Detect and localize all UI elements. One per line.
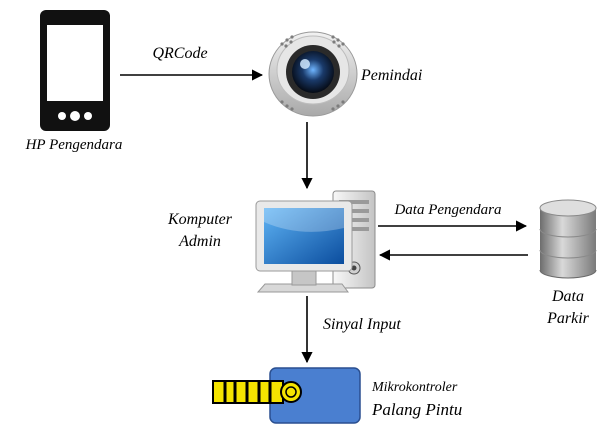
- computer-label-line1: Komputer: [167, 211, 233, 228]
- smartphone-icon: [40, 10, 110, 131]
- desktop-computer-icon: [255, 190, 376, 293]
- database-label-line1: Data: [551, 288, 584, 305]
- microcontroller-label-line1: Mikrokontroler: [371, 380, 458, 395]
- edge-label-data-pengendara: Data Pengendara: [393, 202, 501, 218]
- webcam-icon: [268, 31, 358, 117]
- scanner-label: Pemindai: [360, 67, 422, 84]
- database-icon: [539, 199, 597, 279]
- edge-label-sinyal-input: Sinyal Input: [323, 316, 401, 333]
- database-label-line2: Parkir: [546, 310, 590, 327]
- edge-label-qrcode: QRCode: [152, 45, 207, 62]
- computer-label-line2: Admin: [178, 233, 221, 250]
- microcontroller-gate-icon: [212, 367, 361, 424]
- microcontroller-label-line2: Palang Pintu: [371, 400, 462, 419]
- phone-label: HP Pengendara: [25, 137, 123, 153]
